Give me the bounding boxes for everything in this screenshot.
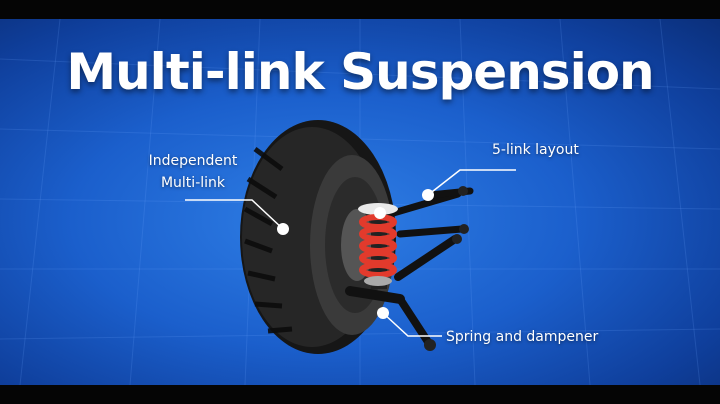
slide-stage: Multi-link Suspension [0,19,720,385]
suspension-illustration [185,120,516,354]
label-independent-line2: Multi-link [160,175,226,191]
coil-spring [358,203,398,289]
letterbox-top [0,0,720,19]
label-independent-line1: Independent [148,153,238,169]
slide-title: Multi-link Suspension [66,43,654,101]
letterbox-bottom [0,385,720,404]
label-spring-dampener: Spring and dampener [446,329,599,345]
label-5-link-layout: 5-link layout [492,142,579,158]
label-independent-multilink: Independent Multi-link [138,150,248,194]
